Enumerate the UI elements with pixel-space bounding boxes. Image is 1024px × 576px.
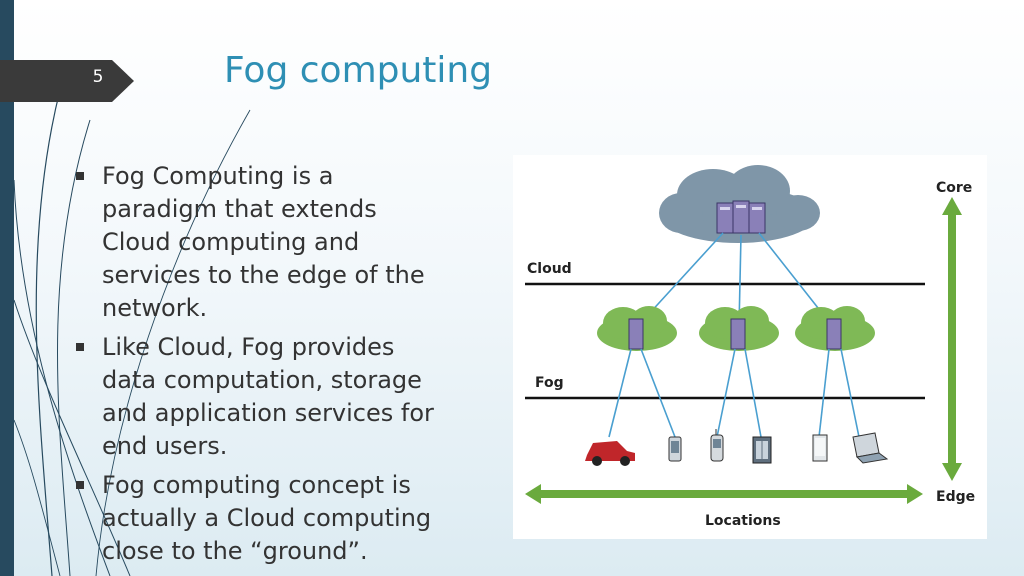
left-accent-bar — [0, 0, 14, 576]
car-icon — [585, 441, 635, 466]
fog-node-icon — [597, 306, 677, 351]
bullet-list: Fog Computing is a paradigm that extends… — [70, 160, 450, 574]
core-label: Core — [936, 180, 972, 196]
cloud-icon — [659, 165, 820, 243]
server-rack-icon — [752, 436, 772, 464]
slide-title: Fog computing — [224, 50, 493, 91]
fog-node-icon — [699, 306, 779, 351]
bullet-text: Like Cloud, Fog provides data computatio… — [102, 333, 434, 460]
square-bullet-icon — [76, 172, 84, 180]
square-bullet-icon — [76, 343, 84, 351]
core-edge-arrow-icon — [942, 197, 962, 481]
bullet-text: Fog Computing is a paradigm that extends… — [102, 162, 425, 322]
fog-device-links — [608, 348, 860, 438]
edge-label: Edge — [936, 489, 975, 505]
laptop-icon — [852, 432, 889, 464]
bullet-text: Fog computing concept is actually a Clou… — [102, 471, 432, 565]
bullet-item: Like Cloud, Fog provides data computatio… — [70, 331, 450, 463]
slide-number: 5 — [92, 67, 104, 87]
locations-label: Locations — [705, 513, 781, 529]
square-bullet-icon — [76, 481, 84, 489]
tablet-icon — [812, 434, 828, 462]
phone-icon — [668, 436, 682, 462]
locations-arrow-icon — [525, 484, 923, 504]
bullet-item: Fog Computing is a paradigm that extends… — [70, 160, 450, 325]
cloud-layer-label: Cloud — [527, 261, 572, 277]
slide-number-tab — [0, 60, 134, 102]
fog-node-icon — [795, 306, 875, 351]
fog-layer-label: Fog — [535, 375, 564, 391]
bullet-item: Fog computing concept is actually a Clou… — [70, 469, 450, 568]
fog-architecture-diagram: Cloud Fog — [513, 155, 987, 539]
datacenter-servers-icon — [716, 200, 766, 234]
handheld-icon — [710, 429, 724, 462]
